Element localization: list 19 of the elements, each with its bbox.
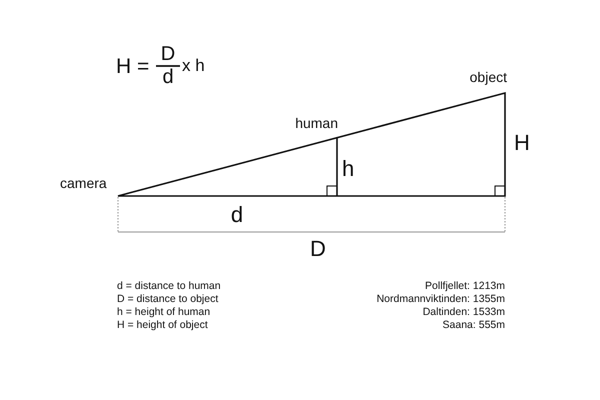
formula-text: d	[162, 67, 174, 87]
variable-label: h	[342, 158, 354, 180]
height-text: Saana: 555m	[442, 320, 505, 330]
formula-text: D	[160, 44, 176, 64]
legend-text: h = height of human	[117, 307, 210, 318]
formula-text: x h	[182, 57, 205, 74]
variable-label: H	[514, 132, 530, 154]
formula-text: H =	[116, 56, 150, 77]
point-label: camera	[60, 176, 107, 190]
point-label: object	[470, 70, 507, 84]
height-text: Pollfjellet: 1213m	[425, 281, 505, 292]
variable-label: d	[230, 204, 244, 226]
height-text: Nordmannviktinden: 1355m	[376, 294, 505, 304]
legend-text: D = distance to object	[117, 294, 218, 304]
legend-text: d = distance to human	[117, 281, 221, 292]
legend-text: H = height of object	[117, 320, 208, 330]
height-text: Daltinden: 1533m	[422, 307, 505, 318]
variable-label: D	[310, 238, 326, 260]
point-label: human	[295, 116, 338, 130]
